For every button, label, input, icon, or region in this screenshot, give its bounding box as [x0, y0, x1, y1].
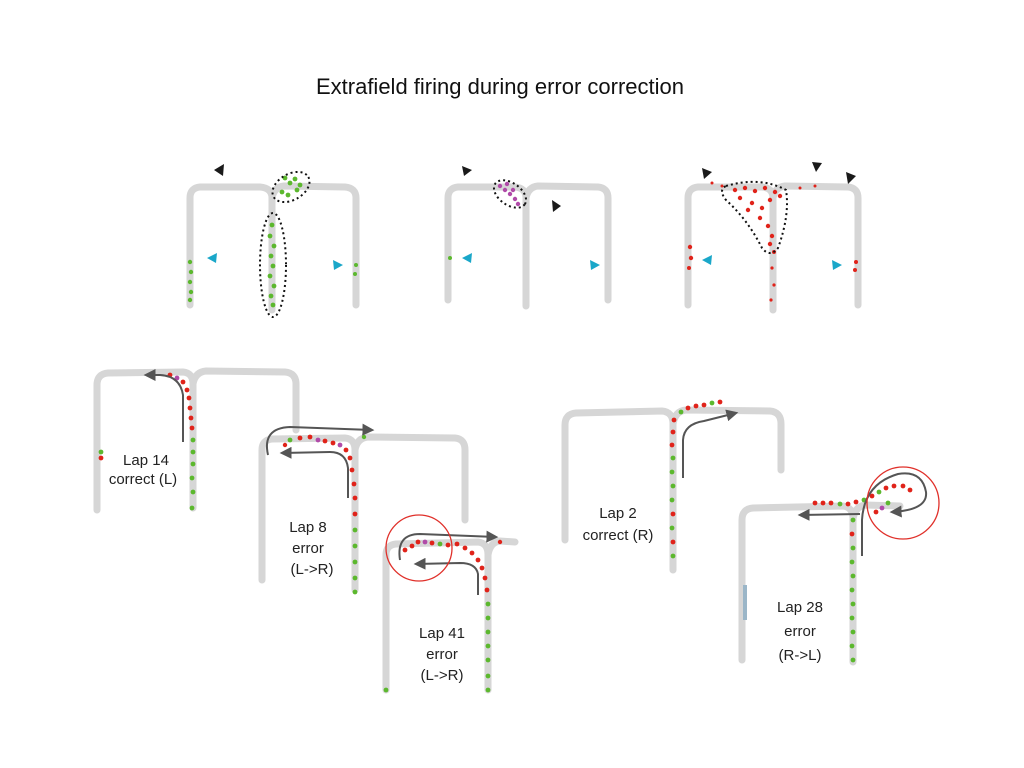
arrowhead-black-icon — [846, 172, 856, 184]
trajectory-arrow — [682, 409, 739, 478]
trajectory-arrow — [143, 369, 184, 442]
arrowhead-black-icon — [462, 166, 472, 176]
field-outline — [492, 179, 528, 209]
field-outline-upper — [271, 170, 311, 204]
lap-14-trajectory: Lap 14 correct (L) — [93, 367, 300, 514]
highlight-circle — [385, 514, 453, 582]
lap-8-trajectory: Lap 8 error (L->R) — [258, 423, 469, 595]
lap-outcome: error — [784, 623, 816, 640]
track-outline — [444, 182, 612, 310]
lap-41-trajectory: Lap 41 error (L->R) — [382, 514, 519, 694]
top-panel-green-field — [186, 164, 360, 318]
trajectory-arrow — [797, 508, 861, 521]
field-outline-stem — [259, 212, 287, 318]
lap-outcome: correct (L) — [109, 471, 177, 488]
lap-label: Lap 2 — [599, 505, 637, 522]
lap-label: Lap 14 — [123, 452, 169, 469]
arrowhead-black-icon — [552, 200, 561, 212]
lap-outcome: error — [292, 540, 324, 557]
trajectory-arrow — [266, 423, 375, 456]
lap-outcome: error — [426, 646, 458, 663]
top-panel-magenta-field — [444, 166, 612, 310]
track-outline — [738, 501, 904, 666]
trajectory-arrow — [398, 530, 499, 561]
arrowhead-cyan-icon — [832, 260, 842, 270]
trajectory-arrow — [279, 446, 349, 498]
arrowhead-cyan-icon — [462, 253, 472, 263]
lap-28-trajectory: Lap 28 error (R->L) — [738, 466, 940, 666]
arrowhead-black-icon — [812, 162, 822, 172]
track-outline — [186, 182, 360, 314]
lap-direction: (L->R) — [421, 667, 464, 684]
spikes — [282, 434, 367, 595]
slide-title: Extrafield firing during error correctio… — [315, 74, 685, 99]
arrowhead-black-icon — [702, 168, 712, 179]
lap-label: Lap 28 — [777, 599, 823, 616]
lap-label: Lap 41 — [419, 625, 465, 642]
spikes — [383, 539, 503, 693]
spikes — [669, 399, 723, 559]
lap-2-trajectory: Lap 2 correct (R) — [561, 399, 785, 574]
lap-outcome: correct (R) — [583, 527, 654, 544]
spikes — [98, 372, 196, 511]
arrowhead-cyan-icon — [590, 260, 600, 270]
top-panel-red-field — [684, 162, 862, 314]
lap-label: Lap 8 — [289, 519, 327, 536]
spike-cluster-green — [187, 175, 358, 308]
trajectory-arrow — [413, 557, 479, 595]
spike-cluster-magenta — [497, 181, 521, 207]
arrowhead-cyan-icon — [702, 255, 712, 265]
spike-cluster-red — [687, 181, 858, 302]
track-outline — [684, 182, 862, 314]
arrowhead-cyan-icon — [207, 253, 217, 263]
field-outline — [721, 180, 788, 254]
highlight-circle — [866, 466, 940, 540]
arrowhead-black-icon — [214, 164, 224, 176]
arrowhead-cyan-icon — [333, 260, 343, 270]
lap-direction: (L->R) — [291, 561, 334, 578]
spikes — [812, 483, 913, 663]
lap-direction: (R->L) — [779, 647, 822, 664]
